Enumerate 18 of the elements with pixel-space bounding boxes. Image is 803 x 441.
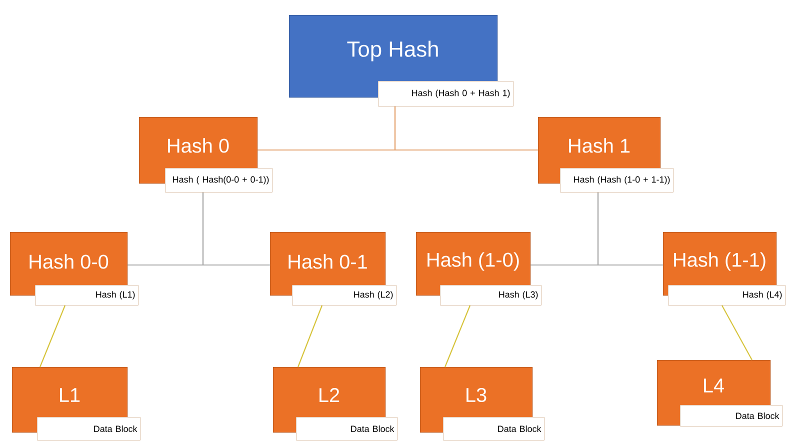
label-tag: Hash (L1)	[35, 285, 138, 306]
label-tag: Hash (Hash (1-0 + 1-1))	[560, 168, 674, 192]
label-tag: Hash (L2)	[292, 285, 396, 306]
label-tag: Hash (Hash 0 + Hash 1)	[378, 81, 514, 106]
label-tag: Hash (L3)	[440, 285, 542, 306]
label-tag: Data Block	[680, 405, 782, 426]
label-tag: Data Block	[296, 417, 398, 440]
connector-line	[394, 106, 538, 151]
label-tag: Data Block	[37, 417, 140, 440]
connector-line	[40, 305, 66, 368]
connector-line	[202, 192, 270, 266]
connector-line	[298, 305, 323, 368]
connector-line	[444, 305, 471, 368]
connector-line	[597, 192, 663, 266]
label-tag: Hash ( Hash(0-0 + 0-1))	[165, 168, 272, 192]
connector-line	[722, 305, 752, 360]
label-tag: Hash (L4)	[668, 285, 786, 306]
label-tag: Data Block	[443, 417, 544, 440]
